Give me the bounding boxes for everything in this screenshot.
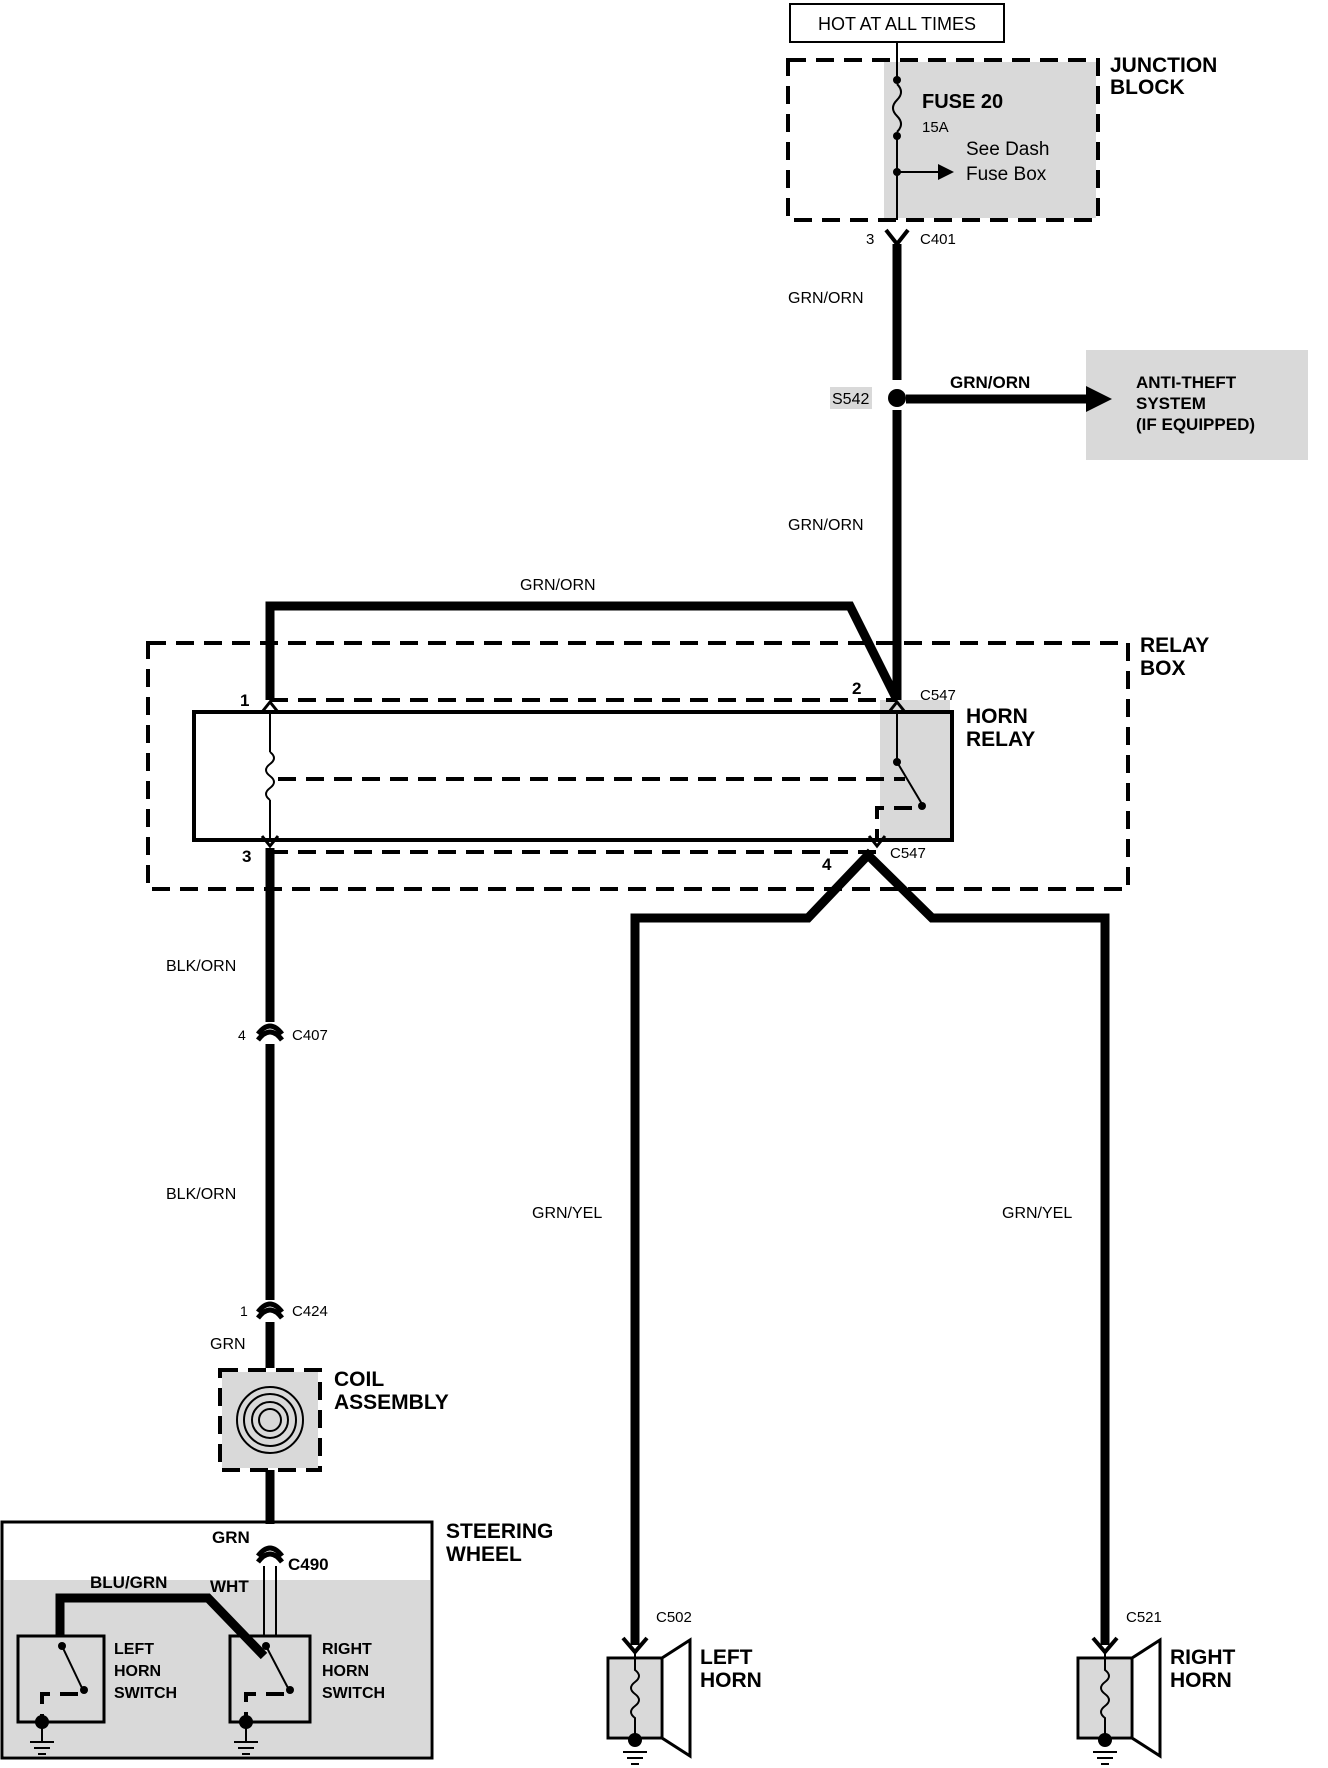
splice-label: S542 — [832, 391, 869, 408]
c401-label: C401 — [920, 231, 956, 248]
c424-pin: 1 — [240, 1303, 248, 1319]
c547-top-label: C547 — [920, 687, 956, 704]
junction-block: FUSE 20 15A See Dash Fuse Box JUNCTION B… — [786, 42, 1217, 222]
relay-pin-3: 3 — [242, 847, 251, 866]
hot-at-all-times-box: HOT AT ALL TIMES — [789, 3, 1005, 43]
fuse-box-label: Fuse Box — [966, 164, 1047, 185]
relay-pin-1: 1 — [240, 691, 249, 710]
connector-c401: 3 C401 — [866, 228, 956, 248]
horn-output-wires: GRN/YEL GRN/YEL — [532, 848, 1110, 1645]
relay-pin-2: 2 — [852, 679, 861, 698]
c521-label: C521 — [1126, 1609, 1162, 1626]
left-horn-switch: LEFT HORN SWITCH — [16, 1634, 177, 1755]
steering-line-1: STEERING — [446, 1520, 553, 1543]
anti-theft-line-2: SYSTEM — [1136, 394, 1206, 413]
wire-label-grn-2: GRN — [212, 1528, 250, 1547]
left-switch-line-1: LEFT — [114, 1641, 154, 1658]
left-switch-line-3: SWITCH — [114, 1685, 177, 1702]
left-switch-line-2: HORN — [114, 1663, 161, 1680]
coil-line-2: ASSEMBLY — [334, 1391, 449, 1414]
c424-label: C424 — [292, 1303, 328, 1320]
right-switch-line-1: RIGHT — [322, 1641, 372, 1658]
hot-at-all-times-label: HOT AT ALL TIMES — [818, 14, 976, 34]
wire-label-grn-orn-branch: GRN/ORN — [950, 373, 1030, 392]
wire-label-blu-grn: BLU/GRN — [90, 1573, 167, 1592]
wire-label-blk-orn-1: BLK/ORN — [166, 958, 236, 975]
c407-label: C407 — [292, 1027, 328, 1044]
right-switch-line-3: SWITCH — [322, 1685, 385, 1702]
coil-assembly: COIL ASSEMBLY — [218, 1368, 449, 1548]
c547-bottom-label: C547 — [890, 845, 926, 862]
relay-box-title-2: BOX — [1140, 657, 1186, 680]
right-horn-line-2: HORN — [1170, 1669, 1232, 1692]
left-horn-line-2: HORN — [700, 1669, 762, 1692]
relay-pin-4: 4 — [822, 855, 832, 874]
right-switch-line-2: HORN — [322, 1663, 369, 1680]
wire-label-grn-yel-left: GRN/YEL — [532, 1205, 602, 1222]
relay-coil-feed-wire: GRN/ORN — [265, 577, 902, 703]
c407-pin: 4 — [238, 1027, 246, 1043]
wire-label-grn-orn-2: GRN/ORN — [788, 517, 864, 534]
horn-relay-line-1: HORN — [966, 705, 1028, 728]
wire-label-wht: WHT — [210, 1577, 249, 1596]
left-horn: C502 LEFT HORN — [606, 1609, 762, 1765]
fuse-label: FUSE 20 — [922, 91, 1003, 113]
anti-theft-branch: GRN/ORN ANTI-THEFT SYSTEM (IF EQUIPPED) — [906, 350, 1308, 460]
horn-relay — [192, 710, 954, 842]
steering-line-2: WHEEL — [446, 1543, 522, 1566]
c502-label: C502 — [656, 1609, 692, 1626]
left-horn-line-1: LEFT — [700, 1646, 753, 1669]
relay-box-title-1: RELAY — [1140, 634, 1209, 657]
wire-label-grn-orn-top: GRN/ORN — [520, 577, 596, 594]
anti-theft-line-3: (IF EQUIPPED) — [1136, 415, 1255, 434]
right-horn-switch: RIGHT HORN SWITCH — [228, 1634, 385, 1755]
c490-label: C490 — [288, 1555, 329, 1574]
anti-theft-line-1: ANTI-THEFT — [1136, 373, 1237, 392]
wire-label-grn-orn-1: GRN/ORN — [788, 290, 864, 307]
horn-relay-line-2: RELAY — [966, 728, 1035, 751]
wire-label-grn-1: GRN — [210, 1336, 246, 1353]
arrow-right-icon-anti-theft — [1086, 386, 1112, 412]
right-horn-line-1: RIGHT — [1170, 1646, 1236, 1669]
see-dash-label: See Dash — [966, 139, 1049, 160]
c401-pin: 3 — [866, 231, 874, 248]
right-horn: C521 RIGHT HORN — [1076, 1609, 1236, 1765]
junction-title-2: BLOCK — [1110, 76, 1185, 99]
feed-wire: GRN/ORN S542 GRN/ORN — [788, 244, 906, 700]
wire-label-grn-yel-right: GRN/YEL — [1002, 1205, 1072, 1222]
steering-wheel: GRN C490 BLU/GRN WHT STEERING WHEEL — [0, 1520, 553, 1760]
relay-coil-symbol — [265, 751, 275, 801]
arrow-right-icon — [938, 164, 954, 180]
wire-label-blk-orn-2: BLK/ORN — [166, 1186, 236, 1203]
fuse-symbol — [892, 83, 902, 133]
fuse-rating: 15A — [922, 119, 949, 136]
relay-box: 1 2 C547 HORN RELAY RELAY BOX 3 4 C547 — [146, 634, 1209, 891]
horn-switch-circuit-wire: BLK/ORN 4 C407 BLK/ORN 1 C424 GRN — [166, 848, 328, 1368]
junction-title-1: JUNCTION — [1110, 54, 1217, 77]
coil-line-1: COIL — [334, 1368, 384, 1391]
splice-s542 — [888, 389, 906, 407]
